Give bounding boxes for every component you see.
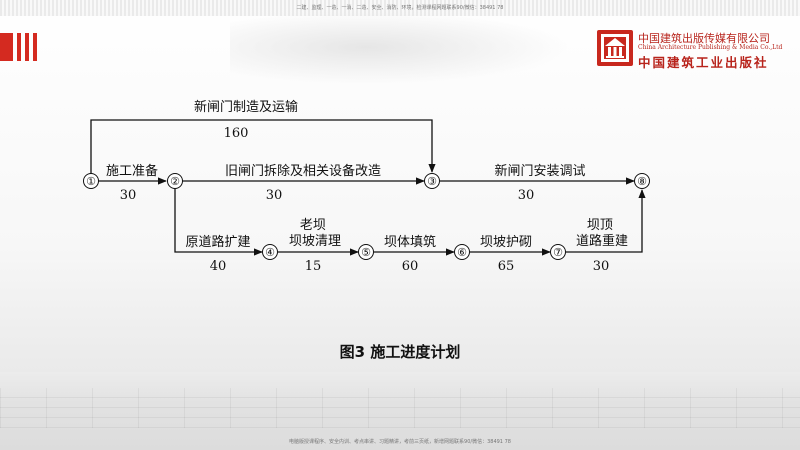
- activity-4-5-duration: 15: [305, 259, 322, 274]
- node-1: [83, 173, 99, 189]
- activity-5-6-name: 坝体填筑: [384, 234, 436, 250]
- publisher-name-cn: 中国建筑出版传媒有限公司: [638, 32, 770, 45]
- activity-1-3-duration: 160: [224, 126, 249, 141]
- node-2: [167, 173, 183, 189]
- node-3: [424, 173, 440, 189]
- activity-2-3-name: 旧闸门拆除及相关设备改造: [225, 163, 381, 179]
- node-5: [358, 244, 374, 260]
- node-8: [634, 173, 650, 189]
- node-5-label: ⑤: [361, 246, 371, 259]
- activity-6-7-name: 坝坡护砌: [480, 235, 532, 250]
- node-6: [454, 244, 470, 260]
- top-stripe-bar: [0, 0, 800, 16]
- node-7: [550, 244, 566, 260]
- bottom-band: [0, 372, 800, 450]
- node-7-label: ⑦: [553, 246, 563, 259]
- activity-4-5-name: 老坝 坝坡清理: [289, 218, 341, 249]
- publisher-press-name: 中国建筑工业出版社: [638, 55, 769, 70]
- activity-7-8-name: 坝顶 道路重建: [576, 218, 628, 249]
- edge-7-8: [566, 189, 646, 253]
- figure-caption: 图3 施工进度计划: [339, 343, 461, 361]
- activity-2-4-name: 原道路扩建: [185, 234, 250, 250]
- activity-5-6-duration: 60: [402, 259, 419, 274]
- activity-6-7-duration: 65: [498, 259, 515, 274]
- red-accent-bar-1: [0, 33, 13, 61]
- top-watermark-notice: 二建、监理、一造、一消、二造、安全、消防、环境，检测课程网题联系90/微信：38…: [296, 5, 504, 11]
- publisher-emblem-icon: [597, 30, 633, 66]
- activity-7-8-duration: 30: [593, 259, 610, 274]
- node-6-label: ⑥: [457, 246, 467, 259]
- red-accent-bar-3: [25, 33, 29, 61]
- bottom-grid-pattern: [0, 388, 800, 428]
- red-accent-bar-4: [33, 33, 37, 61]
- node-1-label: ①: [86, 175, 96, 188]
- edge-1-3: [90, 119, 436, 174]
- activity-1-2-duration: 30: [120, 188, 137, 203]
- node-4: [262, 244, 278, 260]
- activity-3-8-duration: 30: [518, 188, 535, 203]
- bottom-watermark-notice: 电脑版授课程序、安全内训、考点串讲、习题精讲，考前三页纸，新增网题联系90/微信…: [289, 439, 511, 445]
- activity-2-3-duration: 30: [266, 188, 283, 203]
- edge-2-4: [174, 188, 263, 256]
- activity-3-8-name: 新闸门安装调试: [494, 163, 585, 179]
- node-3-label: ③: [427, 175, 437, 188]
- activity-7-8-name-line1: 坝顶: [587, 218, 613, 233]
- publisher-name-en: China Architecture Publishing & Media Co…: [638, 44, 783, 51]
- activity-7-8-name-line2: 道路重建: [576, 233, 628, 249]
- activity-1-2-name: 施工准备: [106, 163, 158, 179]
- world-map-background: [230, 10, 570, 85]
- node-8-label: ⑧: [637, 175, 647, 188]
- activity-4-5-name-line2: 坝坡清理: [289, 234, 341, 249]
- node-4-label: ④: [265, 246, 275, 259]
- activity-4-5-name-line1: 老坝: [300, 218, 326, 233]
- activity-2-4-duration: 40: [210, 259, 227, 274]
- activity-1-3-name: 新闸门制造及运输: [194, 99, 298, 115]
- publisher-logo: 中国建筑出版传媒有限公司 China Architecture Publishi…: [596, 27, 796, 70]
- red-accent-bar-2: [17, 33, 21, 61]
- node-2-label: ②: [170, 175, 180, 188]
